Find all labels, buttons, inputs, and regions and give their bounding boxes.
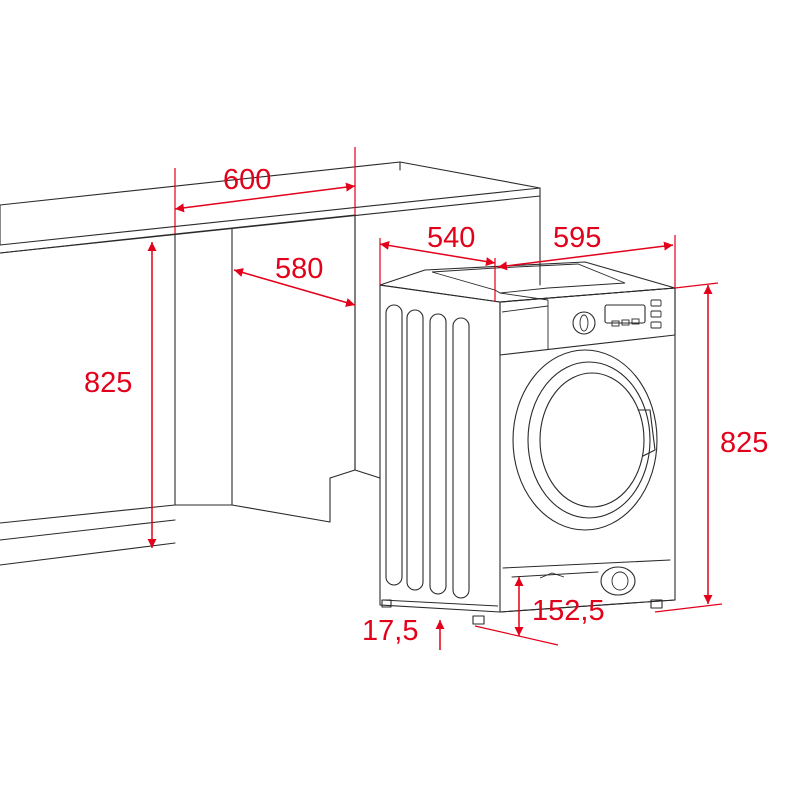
dimension-label-niche-width: 600 (223, 164, 271, 196)
dimension-label-niche-height: 825 (84, 367, 132, 399)
dimension-label-appliance-width: 595 (553, 222, 601, 254)
dimensions: 600 580 825 540 595 825 17,5 152,5 (84, 147, 768, 650)
control-panel (499, 287, 676, 356)
dimension-label-appliance-height: 825 (720, 427, 768, 459)
dimension-line-580 (233, 268, 356, 307)
cabinet-niche (0, 161, 541, 566)
dimension-line-595 (497, 241, 674, 271)
door-ring (527, 361, 651, 519)
right-cabinet-side (354, 214, 381, 479)
dimension-label-recess-depth: 152,5 (532, 595, 605, 627)
program-knob-icon (572, 311, 596, 335)
washing-machine (379, 261, 676, 625)
side-rib (406, 309, 424, 591)
machine-foot (650, 599, 663, 609)
door-outer (512, 349, 658, 531)
dimension-label-appliance-depth: 540 (427, 222, 475, 254)
machine-side (379, 284, 501, 613)
side-rib (385, 304, 403, 586)
left-cabinet (0, 233, 176, 524)
dimension-label-niche-depth: 580 (275, 253, 323, 285)
side-rib (429, 313, 447, 595)
machine-foot (472, 615, 485, 625)
kickplate (502, 559, 671, 569)
side-rib (452, 317, 470, 599)
dimension-line-540 (379, 241, 496, 266)
filter-cap-icon (600, 566, 636, 596)
door-glass (539, 372, 645, 508)
machine-foot (381, 599, 392, 608)
dimension-label-foot-height: 17,5 (362, 615, 418, 647)
door-handle (637, 409, 656, 457)
display (604, 304, 646, 324)
dimension-line-600 (174, 182, 356, 213)
machine-front (499, 287, 676, 613)
machine-top (379, 261, 676, 303)
